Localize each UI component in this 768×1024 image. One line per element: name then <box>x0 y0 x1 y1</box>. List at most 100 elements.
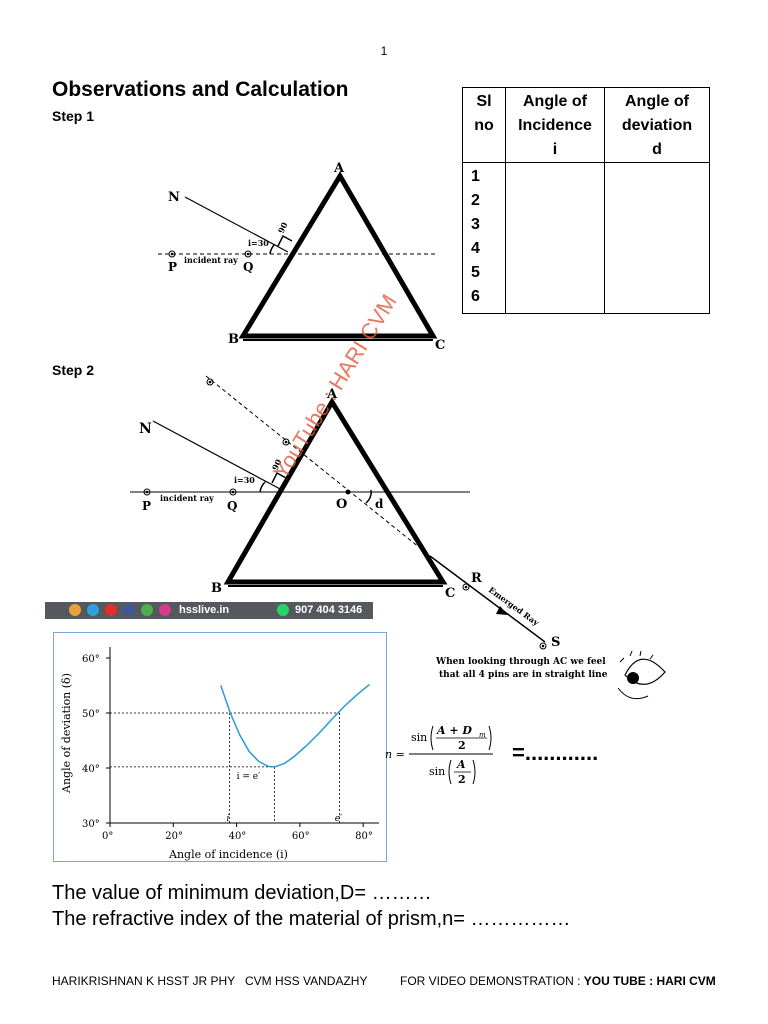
step2-label: Step 2 <box>52 362 95 378</box>
pin-upper-dot <box>208 380 212 384</box>
vertex-a-label: A <box>326 387 338 402</box>
pin-r-label: R <box>471 571 482 586</box>
emerged-ray-label: Emerged Ray <box>487 585 541 628</box>
incident-ray-label: incident ray <box>184 255 238 265</box>
header-inc-line: Angle of <box>523 93 587 110</box>
refractive-index-formula: n = sin A + D m 2 sin A 2 <box>385 724 493 786</box>
x-tick-label: 80° <box>355 831 373 842</box>
header-inc-line: Incidence <box>518 117 592 134</box>
y-tick-label: 40° <box>82 764 100 775</box>
footer-school: CVM HSS VANDAZHY <box>245 974 368 988</box>
x-tick-label: 0° <box>102 831 113 842</box>
youtube-icon <box>105 604 117 616</box>
pin-q-dot <box>231 490 235 494</box>
emergent-extension-line <box>205 375 431 557</box>
facebook-icon <box>123 604 135 616</box>
header-angle-deviation: Angle of deviation d <box>604 87 710 163</box>
pin-q-label: Q <box>227 499 237 513</box>
step1-label: Step 1 <box>52 108 95 124</box>
deviation-graph-box: 60°50°40°30°0°20°40°60°80° Angle of devi… <box>53 632 387 862</box>
footer-video: FOR VIDEO DEMONSTRATION : YOU TUBE : HAR… <box>400 974 716 988</box>
banner-phone-text: 907 404 3146 <box>295 604 363 616</box>
i-marker-label: i <box>226 814 229 824</box>
header-sl-no: Sl no <box>462 87 506 163</box>
step1-prism-diagram: A B C N 90 i=30 P Q incident ray <box>158 161 445 353</box>
eye-icon <box>617 650 666 700</box>
formula-den-bottom: 2 <box>458 773 466 786</box>
telegram-icon <box>87 604 99 616</box>
deviation-cell <box>604 162 710 314</box>
pin-q-marker <box>229 488 237 496</box>
header-sl-line: Sl <box>476 93 492 110</box>
y-axis-label: Angle of deviation (δ) <box>60 673 73 794</box>
vertex-b-label: B <box>228 332 239 347</box>
deviation-curve <box>220 683 370 768</box>
serial-number: 3 <box>471 216 480 233</box>
angle-90-label: 90 <box>270 457 284 472</box>
header-dev-line: d <box>652 141 662 158</box>
prism-triangle <box>238 171 438 339</box>
normal-line <box>152 420 283 491</box>
angle-i-label: i=30 <box>234 475 255 485</box>
pin-middle-marker <box>282 438 290 446</box>
min-deviation-text: The value of minimum deviation,D= ……… <box>52 882 432 904</box>
pin-q-dot <box>246 252 250 256</box>
pin-middle-dot <box>284 440 288 444</box>
pin-p-dot <box>170 252 174 256</box>
pin-upper-marker <box>206 378 214 386</box>
formula-denominator-sin: sin <box>429 765 445 778</box>
pin-r-dot <box>464 585 468 589</box>
pin-q-label: Q <box>243 260 253 274</box>
pin-p-label: P <box>168 260 177 274</box>
app-icon <box>141 604 153 616</box>
y-tick-label: 30° <box>82 819 100 830</box>
incident-ray-label: incident ray <box>160 493 214 503</box>
e-marker-label: e′ <box>335 814 342 824</box>
point-o-dot <box>345 489 351 495</box>
emerged-ray-arrow <box>496 606 508 615</box>
footer-video-channel: YOU TUBE : HARI CVM <box>583 974 716 988</box>
step2-prism-diagram: A B C N 90 i=30 P Q incident ray O d R S… <box>130 375 666 700</box>
observation-table: Sl no Angle of Incidence i Angle of devi… <box>462 87 710 314</box>
x-tick-label: 20° <box>165 831 183 842</box>
emerged-ray-line <box>429 555 546 643</box>
formula-num-top: A + D <box>436 724 472 737</box>
pin-p-dot <box>145 490 149 494</box>
x-tick-label: 40° <box>229 831 247 842</box>
instagram-icon <box>159 604 171 616</box>
pin-q-marker <box>244 250 252 258</box>
right-angle-mark <box>271 471 287 484</box>
footer-author: HARIKRISHNAN K HSST JR PHY <box>52 974 236 988</box>
vertex-c-label: C <box>435 338 445 353</box>
serial-number: 5 <box>471 264 480 281</box>
footer-video-prefix: FOR VIDEO DEMONSTRATION : <box>400 974 584 988</box>
pin-s-marker <box>539 642 547 650</box>
header-angle-incidence: Angle of Incidence i <box>505 87 605 163</box>
vertex-b-label: B <box>211 581 222 596</box>
right-angle-mark <box>277 234 293 247</box>
y-tick-label: 60° <box>82 654 100 665</box>
x-axis-label: Angle of incidence (i) <box>168 848 288 861</box>
header-dev-line: Angle of <box>625 93 689 110</box>
vertex-c-label: C <box>445 586 455 601</box>
formula-num-sub: m <box>479 731 486 739</box>
normal-n-label: N <box>168 190 180 205</box>
min-point-label: i = e′ <box>237 772 261 782</box>
deviation-angle-arc <box>365 489 372 504</box>
serial-number: 1 <box>471 168 480 185</box>
formula-den-paren-left <box>448 759 452 785</box>
header-sl-line: no <box>474 117 494 134</box>
normal-line <box>184 196 289 253</box>
normal-n-label: N <box>139 421 152 437</box>
pin-p-marker <box>143 488 151 496</box>
pin-r-marker <box>462 583 470 591</box>
people-icon <box>69 604 81 616</box>
formula-numerator-sin: sin <box>411 731 427 744</box>
social-banner: hsslive.in 907 404 3146 <box>45 602 373 619</box>
formula-den-top: A <box>456 758 466 771</box>
formula-n-label: n = <box>385 748 405 761</box>
pin-s-dot <box>541 644 545 648</box>
header-dev-line: deviation <box>621 117 693 134</box>
y-tick-label: 50° <box>82 709 100 720</box>
page-number: 1 <box>380 44 388 58</box>
